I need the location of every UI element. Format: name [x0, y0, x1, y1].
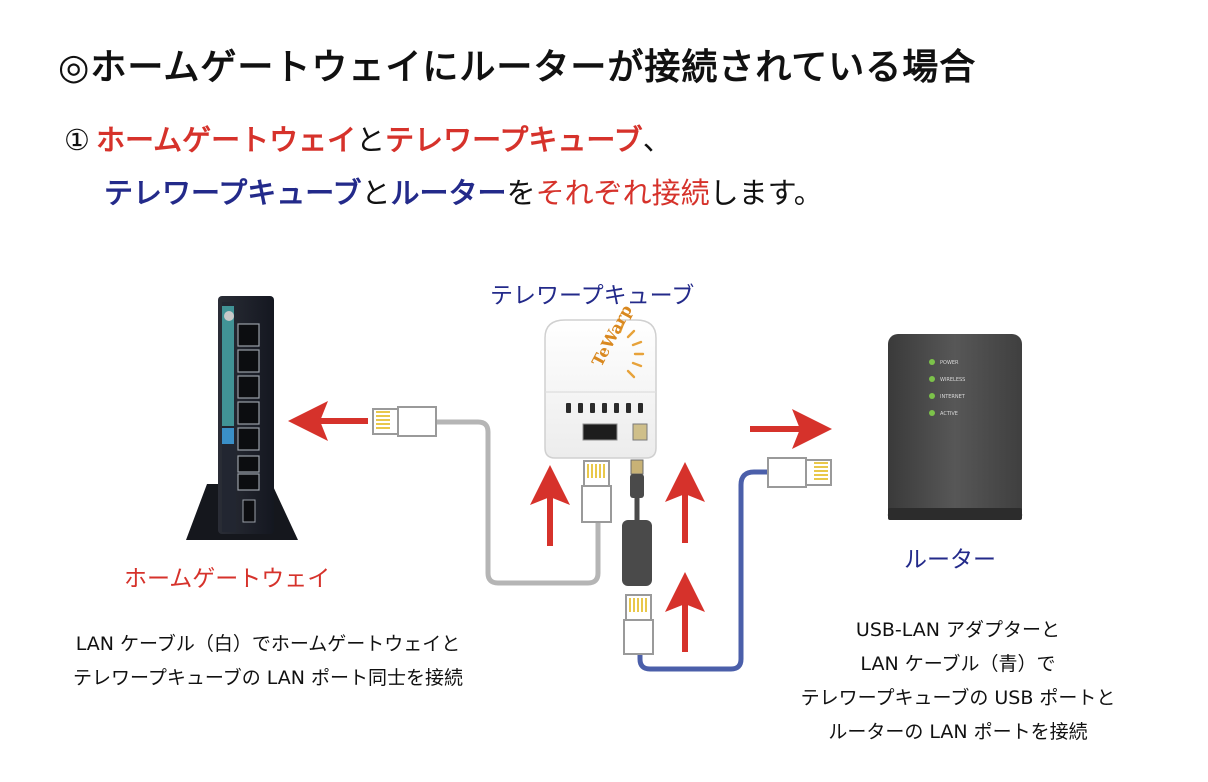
- cube-body: [544, 319, 657, 459]
- left-description-line: LAN ケーブル（白）でホームゲートウェイと: [75, 633, 461, 655]
- instruction-text-end: します。: [709, 176, 823, 210]
- router-device: POWER WIRELESS INTERNET ACTIVE: [887, 334, 1023, 520]
- arrow-up-white-plug: [530, 465, 570, 546]
- lan-cable-white: [436, 419, 601, 586]
- gateway-lan-port: [237, 401, 260, 425]
- gateway-lan-port: [237, 375, 260, 399]
- gateway-lan-port: [237, 349, 260, 373]
- home-gateway-label: ホームゲートウェイ: [124, 566, 331, 592]
- gateway-dc-port: [242, 499, 256, 523]
- gateway-side-plug: [372, 406, 437, 437]
- adapter-side-plug-blue: [623, 594, 654, 655]
- gateway-lan-port: [237, 323, 260, 347]
- instruction-text-connect-each: それぞれ接続: [535, 176, 710, 210]
- router-led: [929, 393, 935, 399]
- gateway-teal-strip: [222, 306, 234, 426]
- lan-cable-blue: [637, 469, 768, 672]
- instruction-text-cube-2: テレワープキューブ: [104, 176, 362, 210]
- instruction-text-wo: を: [506, 176, 536, 210]
- gateway-lan-ports: [237, 323, 260, 491]
- telewarp-cube-label: テレワープキューブ: [490, 283, 695, 309]
- gateway-power-icon: [224, 311, 234, 321]
- right-description-line: USB-LAN アダプターと: [855, 619, 1061, 641]
- router-status-leds: POWER WIRELESS INTERNET ACTIVE: [929, 359, 966, 417]
- gateway-blue-strip: [222, 428, 234, 444]
- right-description-line: テレワープキューブの USB ポートと: [800, 687, 1116, 709]
- instruction-text-gateway: ホームゲートウェイ: [96, 123, 357, 157]
- adapter-body: [622, 520, 652, 586]
- gateway-tel-port: [237, 455, 260, 473]
- page-title: ◎ホームゲートウェイにルーターが接続されている場合: [58, 47, 977, 88]
- right-description: USB-LAN アダプターと LAN ケーブル（青）で テレワープキューブの U…: [758, 613, 1158, 749]
- router-led: [929, 410, 935, 416]
- router-led-label: ACTIVE: [940, 411, 958, 417]
- cube-side-plug-white: [581, 460, 612, 523]
- step-instruction-line-2: テレワープキューブとルーターをそれぞれ接続します。: [104, 170, 823, 212]
- arrow-left-to-gateway: [288, 401, 368, 441]
- instruction-text-to-2: と: [361, 176, 391, 210]
- router-body: [888, 334, 1022, 520]
- router-label: ルーター: [904, 547, 996, 573]
- cube-vents: [566, 403, 643, 413]
- right-description-line: LAN ケーブル（青）で: [860, 653, 1056, 675]
- arrow-up-adapter: [665, 462, 705, 543]
- usb-lan-adapter: [622, 459, 652, 586]
- step-number: ①: [64, 123, 90, 157]
- cube-usb-port: [632, 423, 648, 441]
- home-gateway-device: [186, 296, 298, 540]
- left-description: LAN ケーブル（白）でホームゲートウェイと テレワープキューブの LAN ポー…: [18, 627, 518, 695]
- instruction-text-comma: 、: [642, 123, 672, 157]
- instruction-text-router: ルーター: [390, 176, 507, 210]
- router-led-label: WIRELESS: [940, 377, 965, 383]
- left-description-line: テレワープキューブの LAN ポート同士を接続: [72, 667, 464, 689]
- instruction-text-to: と: [356, 123, 386, 157]
- gateway-tel-port: [237, 473, 260, 491]
- arrow-up-blue-plug: [665, 572, 705, 652]
- telewarp-cube-device: TeWarp: [544, 302, 657, 459]
- router-led-label: INTERNET: [940, 394, 966, 400]
- router-side-plug: [767, 457, 832, 488]
- router-led-label: POWER: [940, 360, 959, 366]
- gateway-wan-port: [237, 427, 260, 451]
- router-led: [929, 376, 935, 382]
- right-description-line: ルーターの LAN ポートを接続: [828, 721, 1088, 743]
- instruction-text-cube: テレワープキューブ: [385, 123, 643, 157]
- arrow-right-to-router: [750, 409, 832, 449]
- direction-arrows: [288, 401, 832, 652]
- router-led: [929, 359, 935, 365]
- cube-lan-port: [582, 423, 618, 441]
